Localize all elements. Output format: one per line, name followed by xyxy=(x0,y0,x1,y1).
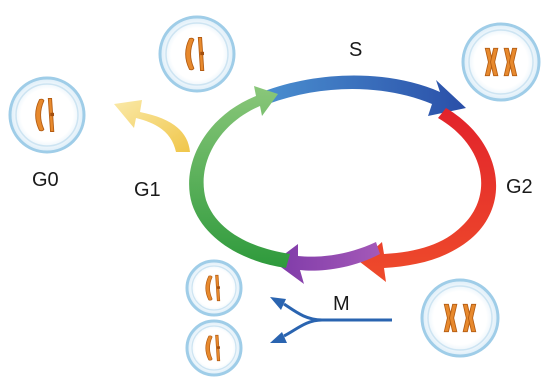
cell-g0 xyxy=(8,76,86,154)
division-arrows xyxy=(270,297,392,343)
g1-phase-arrow xyxy=(189,86,290,268)
label-m-phase: M xyxy=(333,293,350,315)
cell-g2 xyxy=(461,22,541,102)
label-s-phase: S xyxy=(349,39,363,61)
cell-m xyxy=(420,278,500,358)
s-phase-arrow xyxy=(262,75,466,116)
g0-exit-arrow xyxy=(114,100,190,152)
label-g1-phase: G1 xyxy=(134,179,161,201)
daughter-cell-bottom xyxy=(185,319,243,377)
m-phase-arrow xyxy=(274,242,380,284)
daughter-cell-top xyxy=(185,259,243,317)
g2-phase-arrow xyxy=(360,108,497,282)
label-g2-phase: G2 xyxy=(506,176,533,198)
cell-g1-top xyxy=(158,15,236,93)
label-g0-phase: G0 xyxy=(32,169,59,191)
